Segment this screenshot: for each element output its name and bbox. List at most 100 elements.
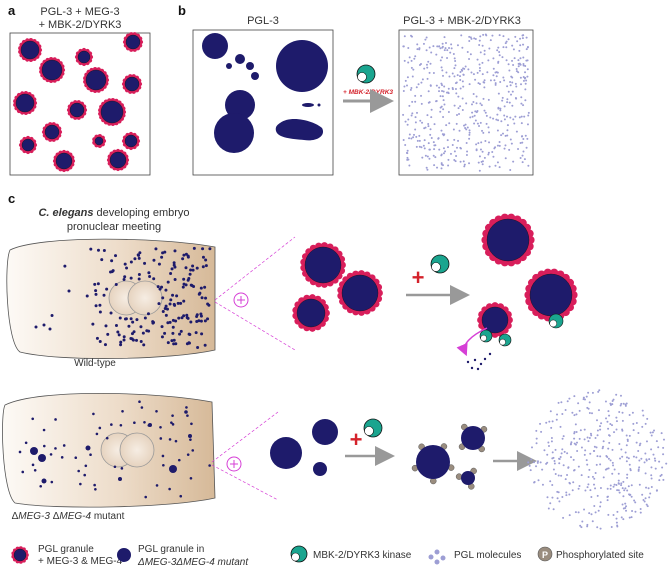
molecule-dot — [430, 137, 433, 140]
molecule-dot — [572, 469, 575, 472]
molecule-dot — [612, 485, 615, 488]
zoom-marker-wildtype — [233, 292, 249, 308]
molecule-dot — [427, 142, 430, 145]
granule-dot — [199, 286, 203, 290]
molecule-dot — [522, 64, 525, 67]
molecule-dot — [468, 83, 471, 86]
molecule-dot — [455, 155, 458, 158]
molecule-dot — [594, 472, 597, 475]
molecule-dot — [587, 440, 590, 443]
molecule-dot — [447, 164, 450, 167]
molecule-dot — [644, 452, 647, 455]
molecule-dot — [439, 59, 442, 62]
molecule-dot — [410, 114, 413, 117]
molecule-dot — [635, 422, 638, 425]
molecule-dot — [621, 455, 624, 458]
panel-a-title-line2: + MBK-2/DYRK3 — [39, 19, 122, 31]
granule-core — [304, 246, 342, 284]
molecule-dot — [557, 401, 560, 404]
molecule-dot — [524, 65, 527, 68]
granule-dot — [200, 296, 204, 300]
molecule-dot — [562, 464, 565, 467]
molecule-dot — [648, 496, 651, 499]
molecule-dot — [580, 446, 583, 449]
molecule-dot — [446, 57, 449, 60]
molecule-dot — [518, 49, 521, 52]
molecule-dot — [447, 158, 450, 161]
molecule-dot — [510, 93, 513, 96]
granule-dot — [67, 289, 71, 293]
molecule-dot — [626, 473, 629, 476]
molecule-dot — [511, 81, 514, 84]
molecule-dot — [486, 71, 489, 74]
granule-dot — [114, 323, 118, 327]
molecule-dot — [459, 75, 462, 78]
phosphorylated-granule — [458, 423, 488, 453]
granule-dot — [100, 258, 104, 262]
granule-dot — [114, 282, 118, 286]
molecule-dot — [418, 139, 421, 142]
granule-dot — [109, 311, 113, 315]
granule-dot — [139, 325, 143, 329]
molecule-dot — [585, 459, 588, 462]
molecule-dot — [481, 163, 484, 166]
molecule-dot — [620, 516, 623, 519]
molecule-dot — [644, 422, 647, 425]
molecule-dot — [459, 87, 462, 90]
mutant-label-prefix: Δ — [12, 511, 19, 522]
granule-dot — [164, 288, 168, 292]
molecule-dot — [491, 151, 494, 154]
molecule-dot — [496, 129, 499, 132]
molecule-dot — [462, 67, 465, 70]
granule-dot — [106, 332, 110, 336]
molecule-dot — [578, 409, 581, 412]
granule-dot — [138, 251, 142, 255]
molecule-dot — [501, 96, 504, 99]
mutant-phosphorylated-granules — [411, 423, 488, 490]
granule-dot — [124, 317, 128, 321]
molecule-dot — [420, 102, 423, 105]
granule-dot — [168, 320, 172, 324]
wildtype-granules-zoom — [292, 242, 383, 332]
molecule-dot — [411, 112, 414, 115]
molecule-dot — [509, 84, 512, 87]
molecule-dot — [595, 419, 598, 422]
molecule-dot — [601, 447, 604, 450]
molecule-dot — [545, 421, 548, 424]
molecule-dot — [611, 403, 614, 406]
granule-dot — [79, 482, 82, 486]
molecule-dot — [520, 83, 523, 86]
molecule-dot — [525, 59, 528, 62]
zoom-line — [214, 301, 296, 351]
molecule-dot — [428, 554, 434, 560]
molecule-dot — [642, 498, 645, 501]
granule-dot — [201, 255, 205, 259]
molecule-dot — [613, 431, 616, 434]
legend-granule-wt-icon — [11, 546, 29, 564]
molecule-dot — [498, 50, 501, 53]
granule-core — [21, 138, 35, 152]
molecule-dot — [618, 442, 621, 445]
granule-dot — [168, 302, 172, 306]
granule-dot — [182, 282, 186, 286]
panel-b-label: b — [178, 3, 186, 18]
molecule-dot — [479, 35, 482, 38]
granule-dot — [137, 272, 141, 276]
molecule-dot — [463, 124, 466, 127]
zoom-line — [214, 236, 296, 301]
molecule-dot — [406, 156, 409, 159]
molecule-dot — [657, 446, 660, 449]
molecule-dot — [558, 462, 561, 465]
molecule-dot — [443, 103, 446, 106]
granule-dot — [156, 285, 160, 289]
molecule-dot — [439, 106, 442, 109]
molecule-dot — [443, 133, 446, 136]
molecule-dot — [506, 115, 509, 118]
molecule-dot — [493, 147, 496, 150]
granule-dot — [180, 316, 184, 320]
coated-granule — [122, 32, 144, 52]
coated-granule — [337, 270, 383, 316]
molecule-dot — [574, 423, 577, 426]
molecule-dot — [583, 453, 586, 456]
granule-dot — [189, 438, 192, 441]
